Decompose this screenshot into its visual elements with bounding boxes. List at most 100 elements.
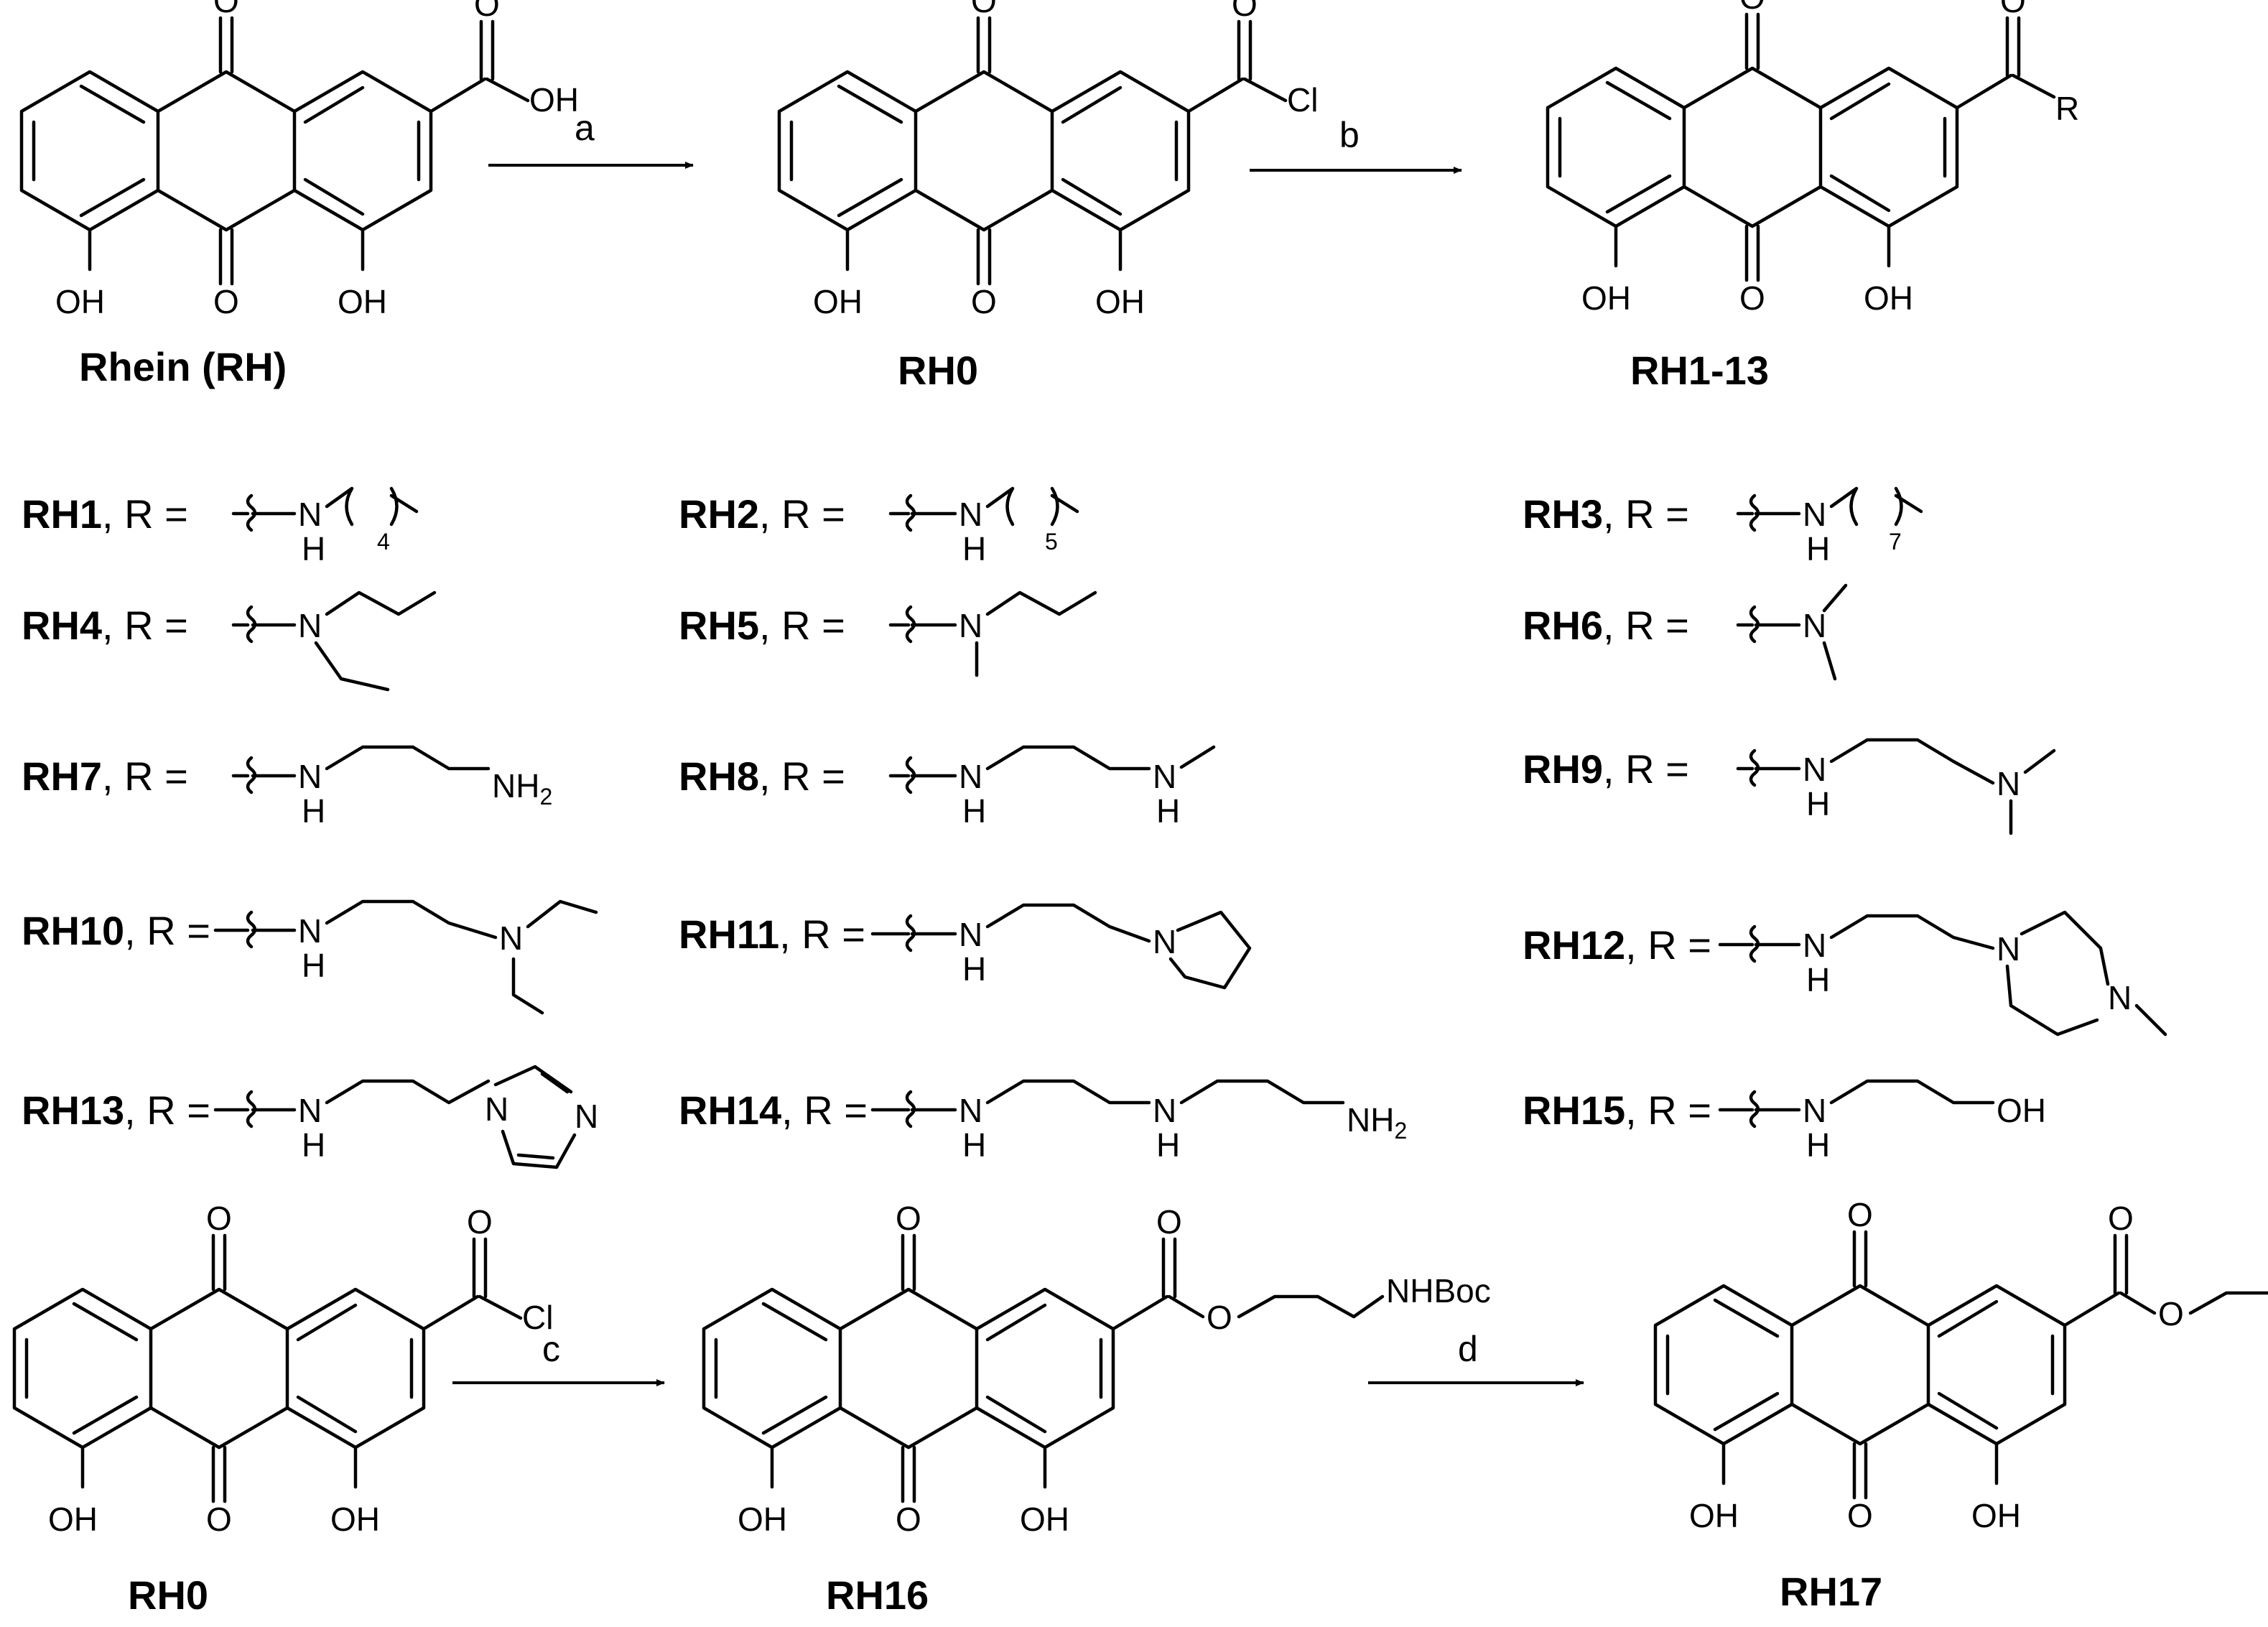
series-label: RH12, R = — [1523, 922, 1711, 968]
bond — [1168, 910, 1252, 990]
rh0-structure: O O O Cl OH OH — [779, 0, 1318, 320]
bond — [493, 1065, 573, 1094]
series-label: H — [1806, 961, 1830, 998]
atom-oh: OH — [529, 81, 579, 119]
series-label: RH1, R = — [22, 491, 188, 537]
bond — [2020, 910, 2110, 986]
bond — [888, 493, 957, 532]
series-entry: RH10, R = N H N — [22, 899, 598, 1015]
series-label: RH2, R = — [679, 491, 845, 537]
bond — [1242, 77, 1288, 103]
atom-o: O — [1739, 279, 1765, 317]
series-label: RH9, R = — [1523, 746, 1689, 792]
compound-label: RH1-13 — [1630, 348, 1769, 393]
bond — [888, 605, 957, 644]
series-label: N — [1803, 751, 1826, 788]
step-label: a — [575, 108, 595, 148]
bond — [325, 590, 437, 616]
series-label: N — [959, 1092, 982, 1129]
compound-label: Rhein (RH) — [79, 344, 287, 389]
series-label: N — [575, 1098, 598, 1135]
series-entry: RH7, R = N H NH2 — [22, 745, 552, 830]
series-entry: RH4, R = N — [22, 590, 437, 692]
atom-o: O — [1207, 1299, 1232, 1336]
bond — [231, 605, 297, 644]
series-label: NH2 — [1347, 1101, 1407, 1144]
series-entry: RH12, R = N H N N — [1523, 910, 2167, 1037]
step-label: b — [1339, 115, 1360, 155]
bond — [325, 1079, 491, 1105]
series-label: N — [959, 496, 982, 533]
series-label: 7 — [1889, 529, 1902, 555]
series-label: N — [1997, 765, 2020, 802]
atom-o: O — [896, 1501, 921, 1538]
bond — [1829, 486, 1923, 527]
series-label: N — [1803, 1092, 1826, 1129]
atom-o: O — [467, 1203, 493, 1241]
series-label: H — [1156, 1126, 1180, 1164]
rh0-structure: O O O Cl OH OH — [14, 1200, 553, 1538]
atom-o: O — [206, 1200, 232, 1237]
bond — [2134, 1003, 2167, 1037]
rh16-structure: O O O O NHBoc OH OH — [704, 1200, 1491, 1538]
bond — [526, 899, 598, 929]
series-label: RH15, R = — [1523, 1088, 1711, 1133]
series-label: N — [298, 1092, 322, 1129]
series-entry: RH9, R = N H N — [1523, 738, 2056, 835]
bond — [314, 641, 390, 692]
series-entry: RH11, R = N H N — [679, 903, 1252, 990]
bond — [2005, 964, 2099, 1037]
series-label: H — [1156, 792, 1180, 830]
series-label: RH11, R = — [679, 912, 865, 957]
bond — [325, 486, 419, 527]
atom-o: O — [1156, 1203, 1182, 1241]
series-label: RH13, R = — [22, 1088, 210, 1133]
bond — [213, 910, 297, 949]
series-label: N — [298, 496, 322, 533]
atom-oh: OH — [1864, 279, 1913, 317]
bond — [1179, 1079, 1345, 1105]
atom-o: O — [213, 283, 239, 320]
series-label: RH5, R = — [679, 603, 845, 648]
atom-oh: OH — [338, 283, 387, 320]
atom-o: O — [1847, 1497, 1873, 1534]
series-label: H — [962, 792, 986, 830]
series-entry: RH3, R = N H 7 — [1523, 486, 1923, 567]
bond — [870, 914, 957, 952]
series-label: 5 — [1045, 529, 1058, 555]
bond — [1736, 605, 1801, 644]
compound-label: RH17 — [1780, 1569, 1882, 1614]
bond — [985, 903, 1151, 943]
bond — [325, 745, 491, 771]
atom-o: O — [213, 0, 239, 19]
atom-o: O — [2108, 1200, 2134, 1237]
series-label: RH8, R = — [679, 754, 845, 799]
atom-nhboc: NHBoc — [1386, 1272, 1491, 1310]
series-label: H — [1806, 1126, 1830, 1164]
series-label: N — [959, 758, 982, 795]
series-label: N — [959, 607, 982, 644]
atom-cl: Cl — [522, 1299, 553, 1336]
series-label: H — [962, 950, 986, 988]
series-label: NH2 — [492, 767, 552, 810]
atom-oh: OH — [813, 283, 863, 320]
atom-oh: OH — [48, 1501, 98, 1538]
series-entry: RH15, R = N H OH — [1523, 1079, 2046, 1164]
series-label: H — [302, 1126, 325, 1164]
bond — [1237, 1294, 1385, 1319]
atom-oh: OH — [1020, 1501, 1069, 1538]
bond — [985, 1079, 1151, 1105]
atom-o: O — [206, 1501, 232, 1538]
bond — [1829, 914, 1995, 950]
series-label: H — [1806, 530, 1830, 567]
bond — [1822, 641, 1837, 681]
series-label: N — [959, 916, 982, 953]
series-entry: RH5, R = N — [679, 590, 1097, 677]
bond — [1179, 745, 1216, 769]
series-label: N — [1153, 923, 1176, 960]
bond — [1822, 583, 1848, 613]
bond — [231, 493, 297, 532]
atom-o: O — [1847, 1196, 1873, 1233]
bond — [511, 957, 544, 1015]
